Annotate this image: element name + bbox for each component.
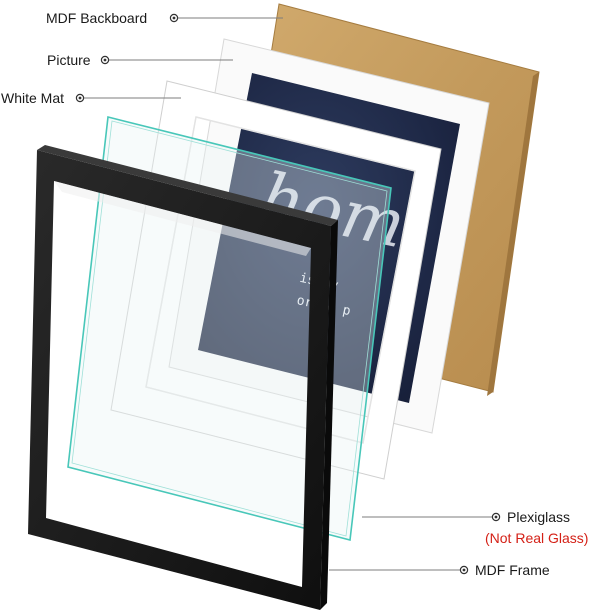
leader-lines	[75, 13, 501, 575]
label-plexiglass: Plexiglass	[507, 509, 571, 525]
mdf-frame	[28, 145, 338, 610]
label-mdf-frame: MDF Frame	[475, 562, 550, 578]
label-plexiglass-note: (Not Real Glass)	[485, 530, 589, 546]
label-mdf-backboard: MDF Backboard	[46, 10, 148, 26]
label-white-mat: White Mat	[1, 90, 65, 106]
label-picture: Picture	[47, 52, 91, 68]
white-mat	[110, 80, 442, 480]
